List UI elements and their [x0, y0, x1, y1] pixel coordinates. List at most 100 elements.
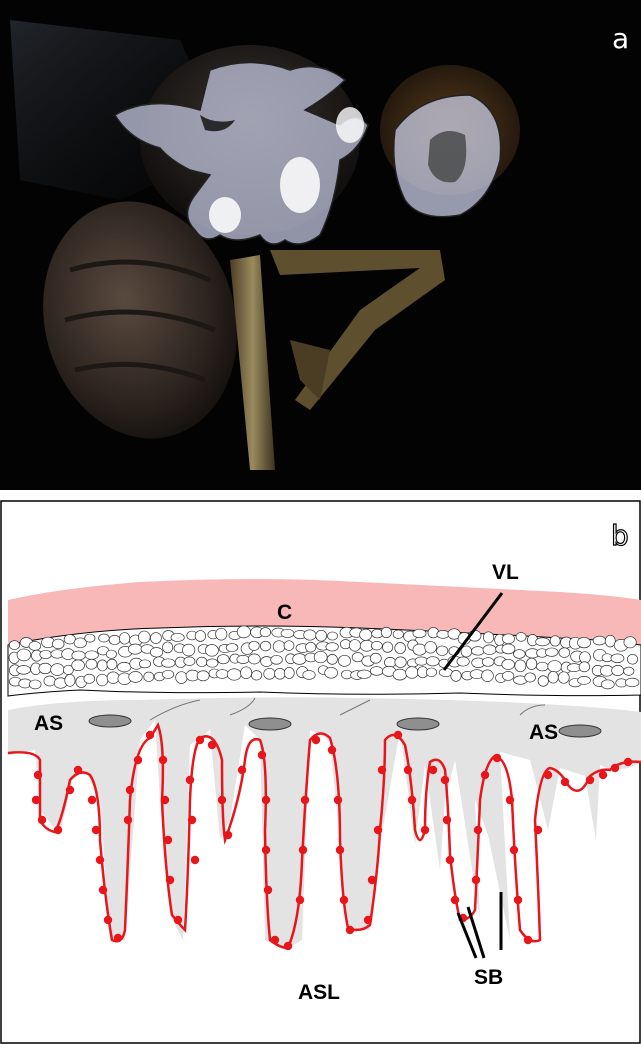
vacuole-cell — [624, 637, 636, 648]
secretory-droplet — [561, 778, 569, 786]
vacuole-cell — [577, 637, 590, 648]
vacuole-cell — [144, 672, 154, 682]
secretory-droplet — [429, 766, 437, 774]
vacuole-cell — [171, 633, 184, 641]
vacuole-cell — [536, 662, 548, 671]
vacuole-cell — [163, 642, 173, 653]
secretory-droplet — [506, 796, 514, 804]
cross-section-diagram: C VL AS AS SB ASL b — [0, 500, 641, 1044]
vacuole-cell — [483, 632, 493, 643]
secretory-droplet — [134, 756, 142, 764]
secretory-droplet — [346, 926, 354, 934]
vacuole-cell — [548, 661, 562, 673]
vacuole-cell — [273, 641, 285, 652]
vacuole-cell — [545, 648, 558, 656]
label-sb: SB — [474, 966, 503, 989]
secretory-droplet — [196, 736, 204, 744]
secretory-droplet — [34, 771, 42, 779]
vacuole-cell — [97, 660, 107, 671]
secretory-droplet — [524, 936, 532, 944]
vacuole-cell — [436, 646, 447, 656]
vacuole-cell — [29, 680, 41, 689]
secretory-droplet — [611, 764, 619, 772]
vacuole-cell — [64, 635, 75, 644]
panel-b-diagram: C VL AS AS SB ASL b — [0, 500, 641, 1044]
secretory-droplet — [88, 796, 96, 804]
vacuole-cell — [413, 644, 426, 655]
vacuole-cell — [515, 660, 526, 672]
vacuole-cell — [17, 665, 31, 674]
vacuole-cell — [274, 668, 285, 679]
vacuole-cell — [327, 654, 337, 664]
vacuole-cell — [502, 659, 515, 669]
vacuole-cell — [85, 634, 95, 642]
vacuole-cell — [327, 632, 337, 640]
vacuole-cell — [9, 641, 19, 650]
vacuole-cell — [227, 669, 241, 680]
vacuole-cell — [624, 667, 634, 675]
secretory-droplet — [38, 816, 46, 824]
vacuole-cell — [326, 643, 338, 651]
secretory-droplet — [191, 856, 199, 864]
vacuole-cell — [161, 659, 175, 667]
vacuole-cell — [349, 640, 360, 652]
vacuole-cell — [371, 641, 382, 650]
vacuole-cell — [84, 674, 95, 683]
label-as-left: AS — [34, 712, 63, 735]
secretory-droplet — [421, 826, 429, 834]
secretory-droplet — [99, 886, 107, 894]
panel-b-letter: b — [611, 519, 629, 552]
vacuole-cell — [205, 644, 218, 656]
vacuole-cell — [216, 670, 228, 679]
secretory-droplet — [481, 771, 489, 779]
vacuole-cell — [237, 655, 249, 663]
label-c: C — [277, 601, 292, 624]
vacuole-cell — [482, 670, 494, 682]
vacuole-cell — [611, 654, 624, 663]
secretory-droplet — [624, 758, 632, 766]
vacuole-cell — [241, 667, 252, 679]
vacuole-cell — [237, 626, 250, 638]
vacuole-cell — [86, 659, 97, 669]
vacuole-cell — [413, 629, 426, 638]
secretory-droplet — [224, 831, 232, 839]
vacuole-cell — [251, 671, 261, 680]
secretory-droplet — [96, 856, 104, 864]
secretory-droplet — [74, 766, 82, 774]
secretory-droplet — [299, 846, 307, 854]
vacuole-cell — [593, 636, 606, 645]
secretory-droplet — [378, 766, 386, 774]
vacuole-cell — [550, 636, 560, 646]
vacuole-cell — [338, 655, 350, 666]
secretory-droplet — [166, 876, 174, 884]
secretory-droplet — [446, 856, 454, 864]
vacuole-cell — [106, 650, 116, 658]
vacuole-cell — [65, 674, 75, 686]
vacuole-cell — [72, 660, 85, 671]
secretory-droplet — [340, 896, 348, 904]
secretory-droplet — [296, 896, 304, 904]
vacuole-cell — [357, 670, 371, 678]
air-sac — [559, 725, 601, 737]
vacuole-cell — [271, 655, 283, 664]
vacuole-cell — [316, 630, 327, 641]
vacuole-cell — [502, 644, 515, 654]
secretory-droplet — [474, 826, 482, 834]
vacuole-cell — [44, 676, 56, 686]
secretory-droplet — [284, 942, 292, 950]
secretory-droplet — [262, 796, 270, 804]
insect-photo: a — [0, 0, 641, 490]
vacuole-cell — [109, 635, 120, 644]
air-sac — [89, 715, 131, 727]
vacuole-cell — [264, 668, 275, 679]
vacuole-cell — [306, 642, 316, 652]
air-sac — [249, 718, 291, 730]
vacuole-cell — [548, 671, 558, 683]
secretory-droplet — [493, 754, 501, 762]
vacuole-cell — [526, 658, 536, 669]
label-vl: VL — [492, 561, 519, 584]
secretory-droplet — [164, 836, 172, 844]
vacuole-cell — [128, 644, 142, 654]
vacuole-cell — [260, 628, 271, 637]
vacuole-cell — [261, 656, 273, 666]
